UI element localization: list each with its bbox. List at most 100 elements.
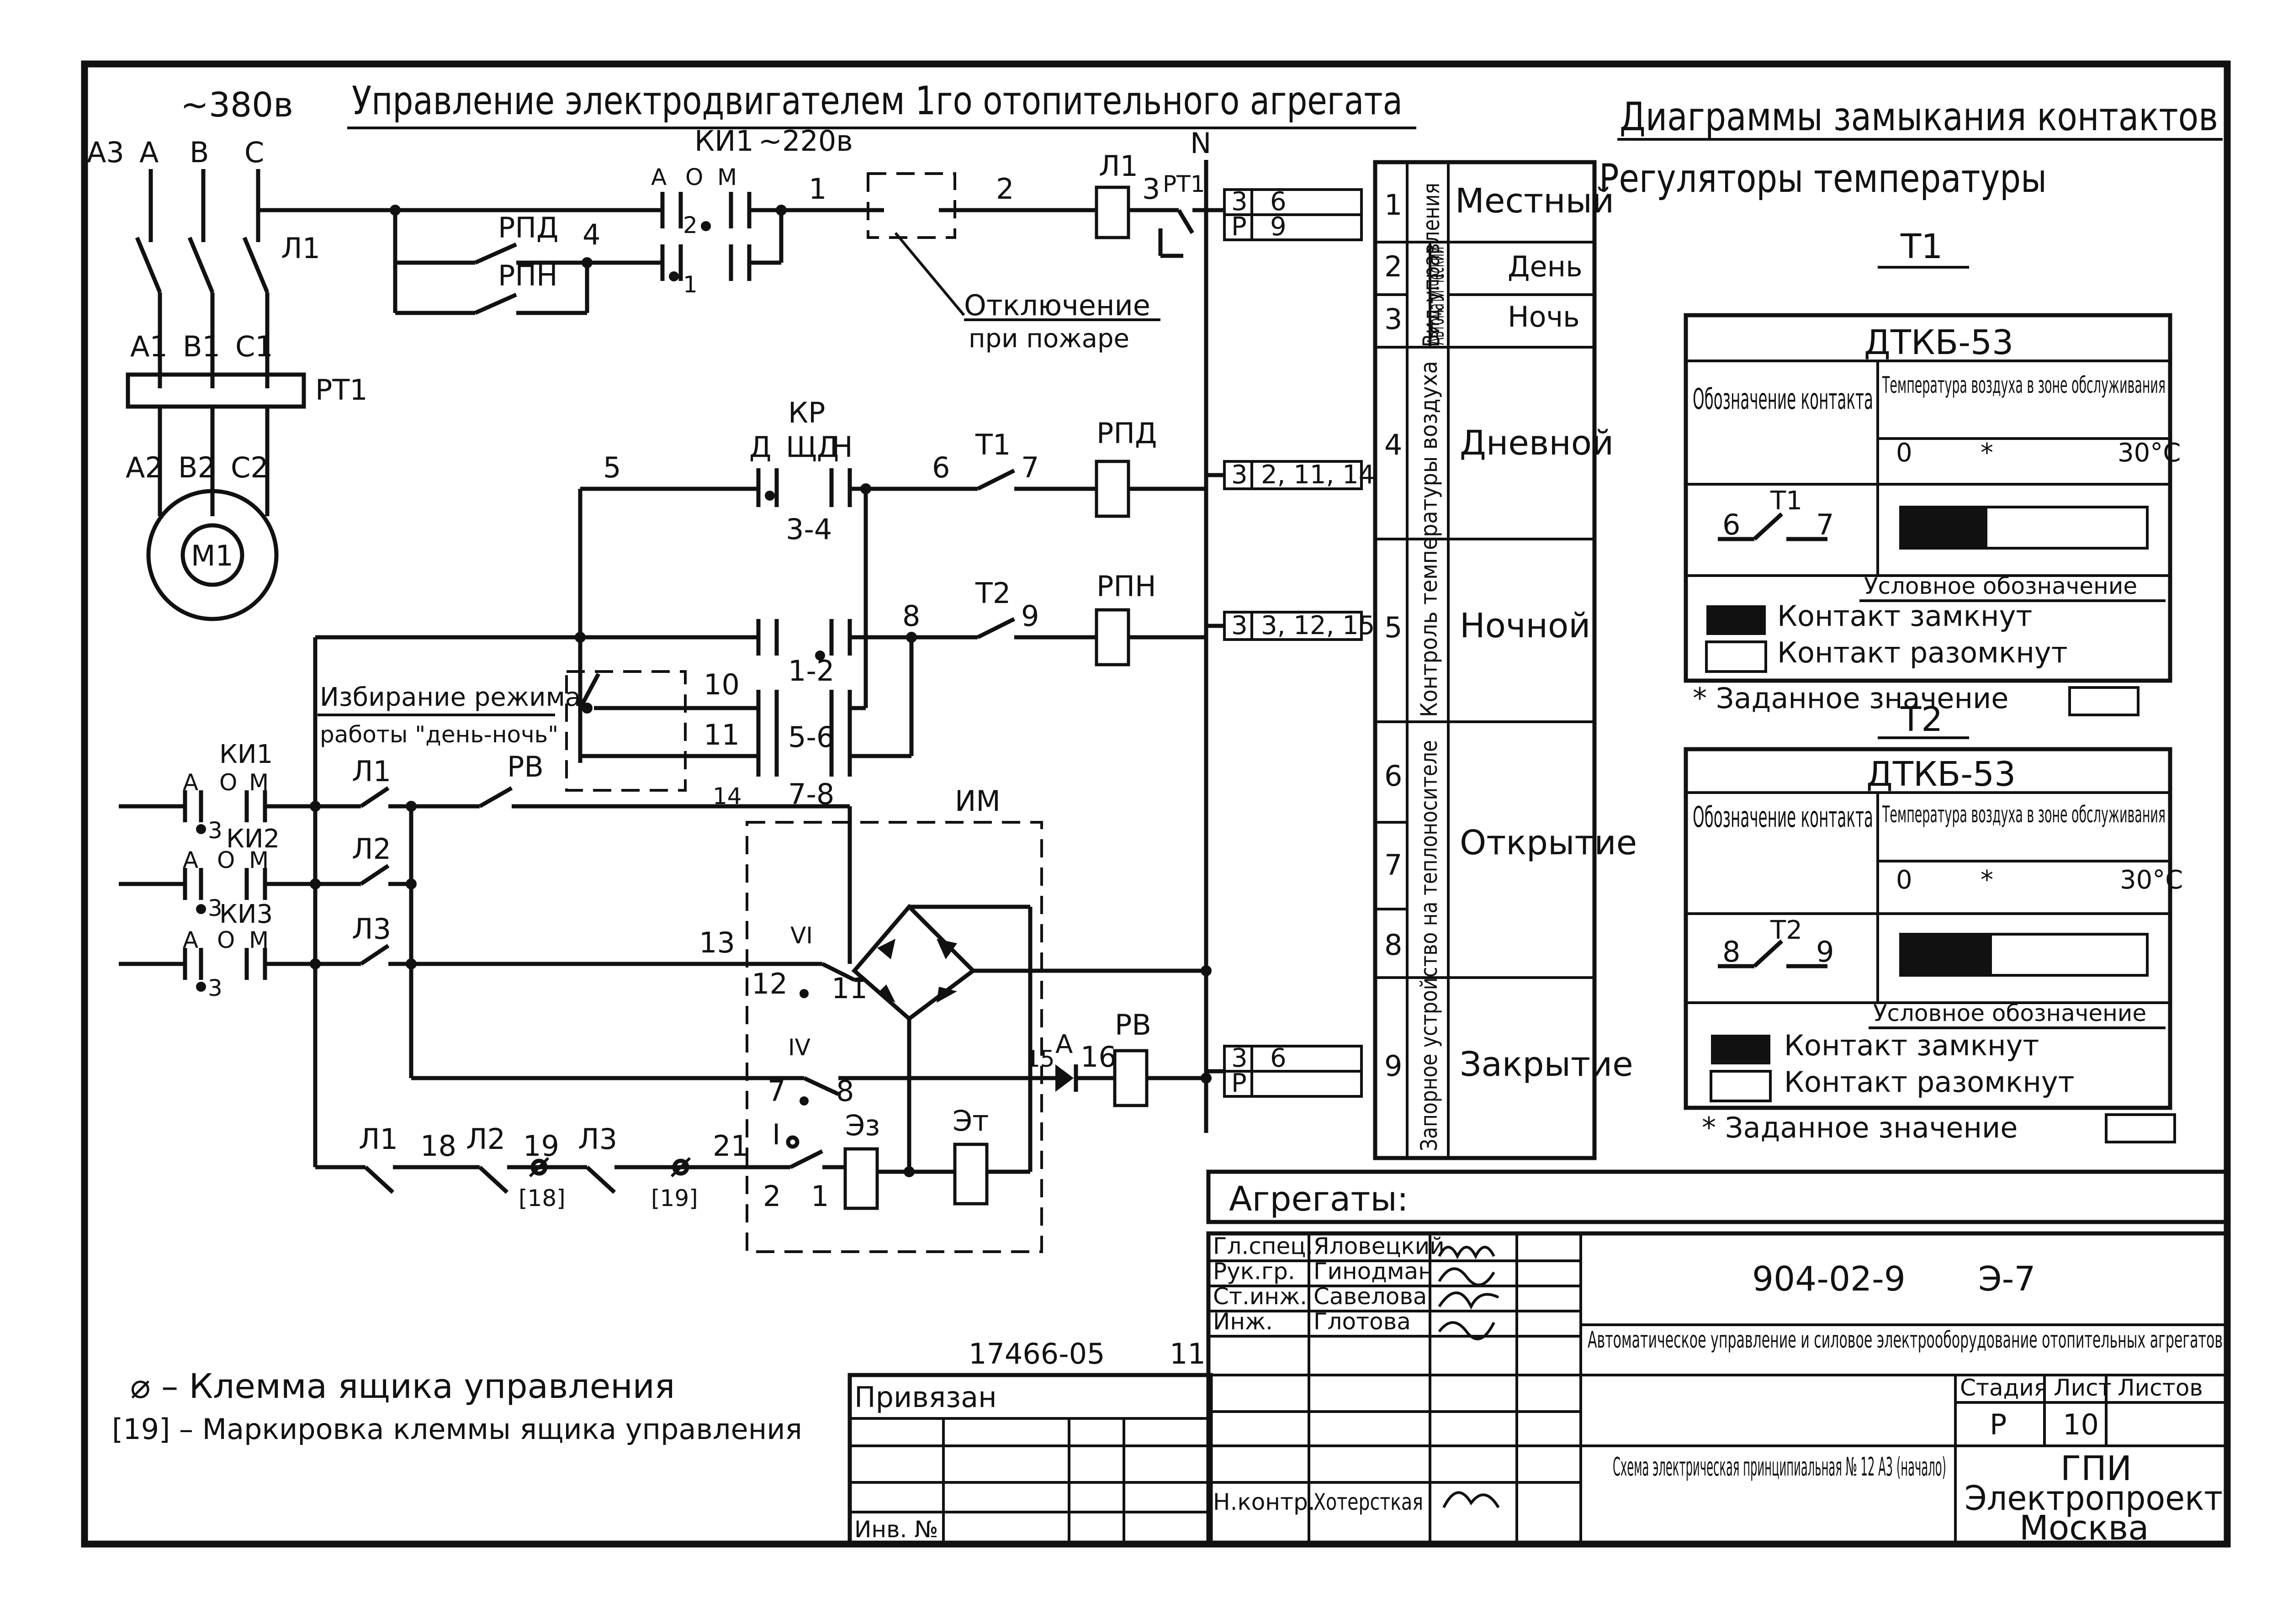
kr-contact-1-2: 1-2 [788, 654, 834, 688]
signature-nkontr [1442, 1491, 1500, 1508]
panel-t1-contact-from: 6 [1722, 508, 1740, 541]
panel-t1-legend-title: Условное обозначение [1864, 573, 2137, 599]
drawing-number: 17466-05 [969, 1337, 1105, 1370]
signature-2 [1438, 1267, 1495, 1286]
diagrams-subtitle: Регуляторы температуры [1599, 156, 2047, 201]
panel-t2-legend-open: Контакт разомкнут [1784, 1065, 2075, 1099]
group-automatic: Автомати-ческий [1423, 247, 1449, 345]
terminal-mark-19: [19] [651, 1185, 698, 1211]
wire-6: 6 [932, 451, 950, 484]
ref2-a: 3 [1231, 460, 1248, 490]
ki1-contact-1: 1 [683, 271, 698, 298]
kr-pos-n: Н [831, 430, 853, 464]
contact-iv: IV [788, 1034, 810, 1061]
note-terminal-mark: [19] – Маркировка клеммы ящика управлени… [112, 1412, 802, 1446]
thermal-relay-rt1 [126, 372, 306, 409]
sheet-value: 10 [2063, 1408, 2099, 1441]
phase-a: A [139, 136, 159, 169]
kr-pos-shchd: ЩД [786, 430, 839, 464]
row-2-num: 2 [1384, 250, 1402, 283]
diode-a-label: А [1055, 1030, 1073, 1059]
contact-l1-ctrl: Л1 [352, 755, 391, 788]
panel-t2-setpoint: * Заданное значение [1702, 1111, 2018, 1144]
panel-t1-contact-to: 7 [1816, 508, 1834, 541]
mains-voltage: ~380в [180, 85, 293, 125]
wire-7-im: 7 [768, 1074, 785, 1108]
panel-t1-device: ДТКБ-53 [1864, 323, 2013, 362]
stage-value: Р [1990, 1408, 2007, 1441]
ref4-c: Р [1231, 1069, 1247, 1098]
wire-3: 3 [1142, 172, 1160, 206]
row-7-num: 7 [1384, 848, 1402, 882]
panel-t2-col1: Обозначение контакта [1693, 800, 1873, 834]
fire-cutoff-box [867, 172, 956, 239]
ki1-contact-3: 3 [208, 817, 222, 844]
ref2-b: 2, 11, 14 [1261, 460, 1375, 490]
coil-rv-label: РВ [1115, 1008, 1151, 1042]
scheme-title: Схема электрическая принципиальная № 12 … [1613, 1452, 1946, 1482]
label-c2: C2 [231, 451, 269, 484]
contact-diagrams: Диаграммы замыкания контактов Регуляторы… [1599, 94, 2223, 1144]
ki2-group-label: КИ2 [226, 824, 280, 854]
panel-t2-contact-from: 8 [1722, 935, 1740, 968]
group-temp-control: Контроль температуры воздуха [1416, 361, 1442, 717]
panel-t1-setpoint: * Заданное значение [1693, 682, 2008, 715]
panel-t1-contact-name: Т1 [1770, 486, 1802, 516]
wire-7: 7 [1021, 451, 1039, 484]
org-1: ГПИ [2060, 1449, 2132, 1488]
coil-rv [1113, 1049, 1149, 1107]
sheet-header: Лист [2054, 1375, 2112, 1401]
stage-header: Стадия [1960, 1375, 2048, 1401]
thermal-relay-label: РТ1 [315, 373, 368, 407]
inv-label: Инв. № [854, 1516, 938, 1543]
sheet-title: Управление электродвигателем 1го отопите… [352, 78, 1403, 124]
wire-11-upper: 11 [704, 718, 740, 751]
signature-3 [1438, 1291, 1499, 1310]
ki3-group-label: КИ3 [219, 899, 273, 929]
sheets-header: Листов [2118, 1375, 2203, 1401]
panel-t2-legend-closed: Контакт замкнут [1784, 1029, 2039, 1062]
ki1-pos-m: М [717, 164, 737, 190]
label-a1: A1 [130, 330, 168, 363]
contact-rv: РВ [507, 750, 544, 783]
panel-t2-title: Т2 [1900, 700, 1943, 739]
row-4-label: Дневной [1460, 423, 1614, 463]
ki3-o: О [217, 927, 235, 953]
ki1-pos-o: О [685, 164, 703, 190]
contact-t2: Т2 [975, 577, 1011, 610]
wire-1: 1 [809, 172, 826, 206]
label-b2: B2 [178, 451, 216, 484]
label-c1: C1 [235, 330, 273, 363]
coil-l1-label: Л1 [1099, 149, 1138, 183]
row-6-num: 6 [1384, 759, 1402, 793]
mode-line2: работы "день-ночь" [320, 721, 558, 748]
wire-21: 21 [713, 1129, 749, 1163]
row-9-num: 9 [1384, 1049, 1402, 1083]
diode-bridge [851, 904, 976, 1021]
panel-t2-device: ДТКБ-53 [1866, 755, 2016, 794]
org-2: Электропроект [1965, 1479, 2223, 1518]
coil-rpd-label: РПД [1096, 417, 1157, 450]
wire-5: 5 [603, 451, 621, 484]
mode-table: 1 Местный 2 День 3 Ночь 4 Дневной 5 Ночн… [1373, 160, 1637, 1160]
aggregates-label: Агрегаты: [1229, 1180, 1409, 1219]
row-3-label: Ночь [1508, 300, 1580, 333]
panel-t1-legend-closed: Контакт замкнут [1777, 599, 2032, 633]
ref3-b: 3, 12, 15 [1261, 611, 1375, 640]
ki2-o: О [217, 847, 235, 873]
role-2: Рук.гр. [1213, 1258, 1295, 1285]
wire-13: 13 [699, 926, 735, 959]
ref1-d: 9 [1270, 212, 1287, 242]
phase-b: B [190, 136, 209, 169]
contact-l3-bottom: Л3 [578, 1122, 617, 1156]
name-3: Савелова [1313, 1283, 1427, 1310]
panel-t1-title: Т1 [1900, 227, 1943, 266]
row-3-num: 3 [1384, 302, 1402, 336]
name-4: Глотова [1313, 1308, 1411, 1335]
contact-vi: VI [790, 922, 813, 949]
label-b1: B1 [183, 330, 220, 363]
actuator-im-box [746, 821, 1043, 1253]
panel-t1-col1: Обозначение контакта [1693, 382, 1873, 416]
panel-t2-contact-name: Т2 [1770, 915, 1802, 945]
phase-c: C [244, 136, 264, 169]
